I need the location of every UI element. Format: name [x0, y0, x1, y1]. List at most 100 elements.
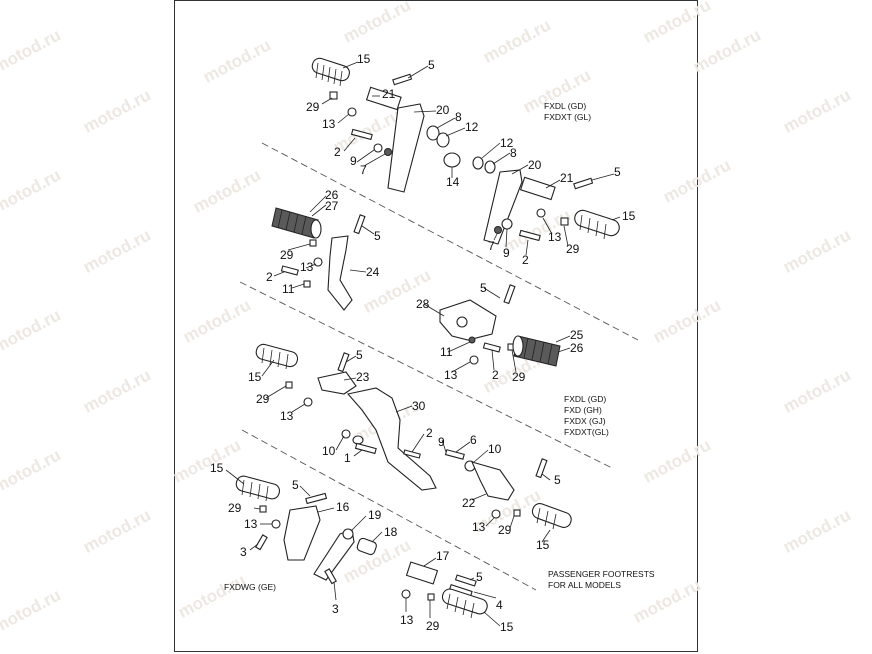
callout-label: 9 [438, 435, 445, 449]
callout-label: 7 [360, 163, 367, 177]
bolt-2 [350, 128, 373, 141]
callout-label: 23 [356, 370, 370, 384]
nut-13 [347, 107, 357, 117]
caption-fxdl-gd: FXDL (GD) [544, 101, 586, 111]
callout-label: 5 [356, 348, 363, 362]
section-separator [239, 281, 613, 469]
callout-label: 9 [503, 246, 510, 260]
caption-fxdxt-gl: FXDXT (GL) [544, 112, 591, 122]
bracket-20 [387, 103, 425, 193]
callout-label: 17 [436, 549, 450, 563]
callout-label: 15 [210, 461, 224, 475]
bolt-6 [444, 449, 465, 460]
callout-label: 7 [488, 239, 495, 253]
callout-label: 11 [440, 345, 453, 359]
nut-13 [303, 397, 313, 407]
callout-label: 9 [350, 154, 357, 168]
callout-label: 20 [436, 103, 450, 117]
bolt-1 [354, 442, 377, 455]
callout-label: 4 [496, 598, 503, 612]
nut-13 [491, 509, 501, 519]
callout-label: 2 [426, 426, 433, 440]
callout-label: 5 [614, 165, 621, 179]
nut-13 [469, 355, 479, 365]
callout-label: 11 [282, 282, 295, 296]
bracket-16 [283, 505, 321, 561]
callout-label: 24 [366, 265, 380, 279]
footpeg-15-lower-right [441, 588, 488, 619]
callout-label: 29 [426, 619, 440, 633]
callout-label: 10 [322, 444, 336, 458]
bolt-2 [403, 449, 421, 459]
footpeg-15-mid-right [531, 503, 572, 530]
callout-label: 13 [300, 260, 314, 274]
callout-label: 22 [462, 496, 476, 510]
callout-label: 13 [244, 517, 258, 531]
caption-fxd-gh: FXD (GH) [564, 405, 602, 415]
caption-fxdl-gd: FXDL (GD) [564, 394, 606, 404]
caption-fxdx-gj: FXDX (GJ) [564, 416, 606, 426]
model-captions: FXDL (GD) FXDXT (GL) FXDL (GD) FXD (GH) … [224, 101, 655, 592]
spacer-21 [365, 86, 402, 111]
bolt-5 [503, 284, 516, 305]
washer-12 [436, 132, 450, 148]
callout-label: 29 [280, 248, 294, 262]
pin-29 [560, 217, 569, 226]
callout-label: 13 [548, 230, 562, 244]
lever-30 [346, 387, 437, 491]
callout-label: 13 [444, 368, 458, 382]
callout-label: 15 [500, 620, 514, 634]
footpeg-26-27 [271, 207, 322, 239]
callout-label: 13 [322, 117, 336, 131]
callout-label: 13 [280, 409, 294, 423]
caption-fxdxt-gl: FXDXT(GL) [564, 427, 609, 437]
caption-all-models: FOR ALL MODELS [548, 580, 621, 590]
callout-label: 2 [334, 145, 341, 159]
callout-label: 8 [455, 110, 462, 124]
callout-label: 15 [357, 52, 371, 66]
callout-label: 21 [382, 87, 396, 101]
callout-label: 29 [256, 392, 270, 406]
callout-label: 2 [522, 253, 529, 267]
callout-label: 1 [344, 451, 351, 465]
bracket-20 [483, 169, 523, 245]
callout-label: 10 [488, 442, 502, 456]
callout-label: 8 [510, 146, 517, 160]
pin-29 [427, 593, 435, 601]
callout-label: 5 [428, 58, 435, 72]
callout-label: 12 [465, 120, 479, 134]
bracket-17 [405, 561, 439, 585]
callout-label: 5 [292, 478, 299, 492]
callout-label: 13 [472, 520, 486, 534]
callout-label: 5 [480, 281, 487, 295]
footpeg-15-lower-left [235, 475, 281, 502]
bolt-5 [337, 352, 350, 373]
pin-29 [259, 505, 267, 513]
bolt-5 [535, 458, 548, 479]
washer-12 [472, 156, 484, 170]
callout-label: 29 [498, 523, 512, 537]
nut-13 [271, 519, 281, 529]
callout-label: 16 [336, 500, 350, 514]
pin-29 [309, 239, 317, 247]
callout-label: 19 [368, 508, 382, 522]
nut-13 [401, 589, 411, 599]
caption-fxdwg-ge: FXDWG (GE) [224, 582, 276, 592]
washer-9 [352, 435, 364, 445]
callout-label: 14 [446, 175, 460, 189]
callout-label: 30 [412, 399, 426, 413]
callout-label: 5 [476, 570, 483, 584]
washer-8 [426, 125, 440, 141]
footpeg-15-upper-left [311, 57, 350, 87]
pin-29 [513, 509, 521, 517]
callout-label: 20 [528, 158, 542, 172]
bolt-2 [482, 342, 501, 353]
footpeg-25-26 [512, 335, 561, 367]
bolt-5 [353, 214, 366, 235]
callout-label: 21 [560, 171, 574, 185]
bolt-2 [280, 265, 299, 276]
callout-label: 15 [248, 370, 262, 384]
lever-19-pivot [342, 528, 354, 540]
callout-label: 3 [332, 602, 339, 616]
